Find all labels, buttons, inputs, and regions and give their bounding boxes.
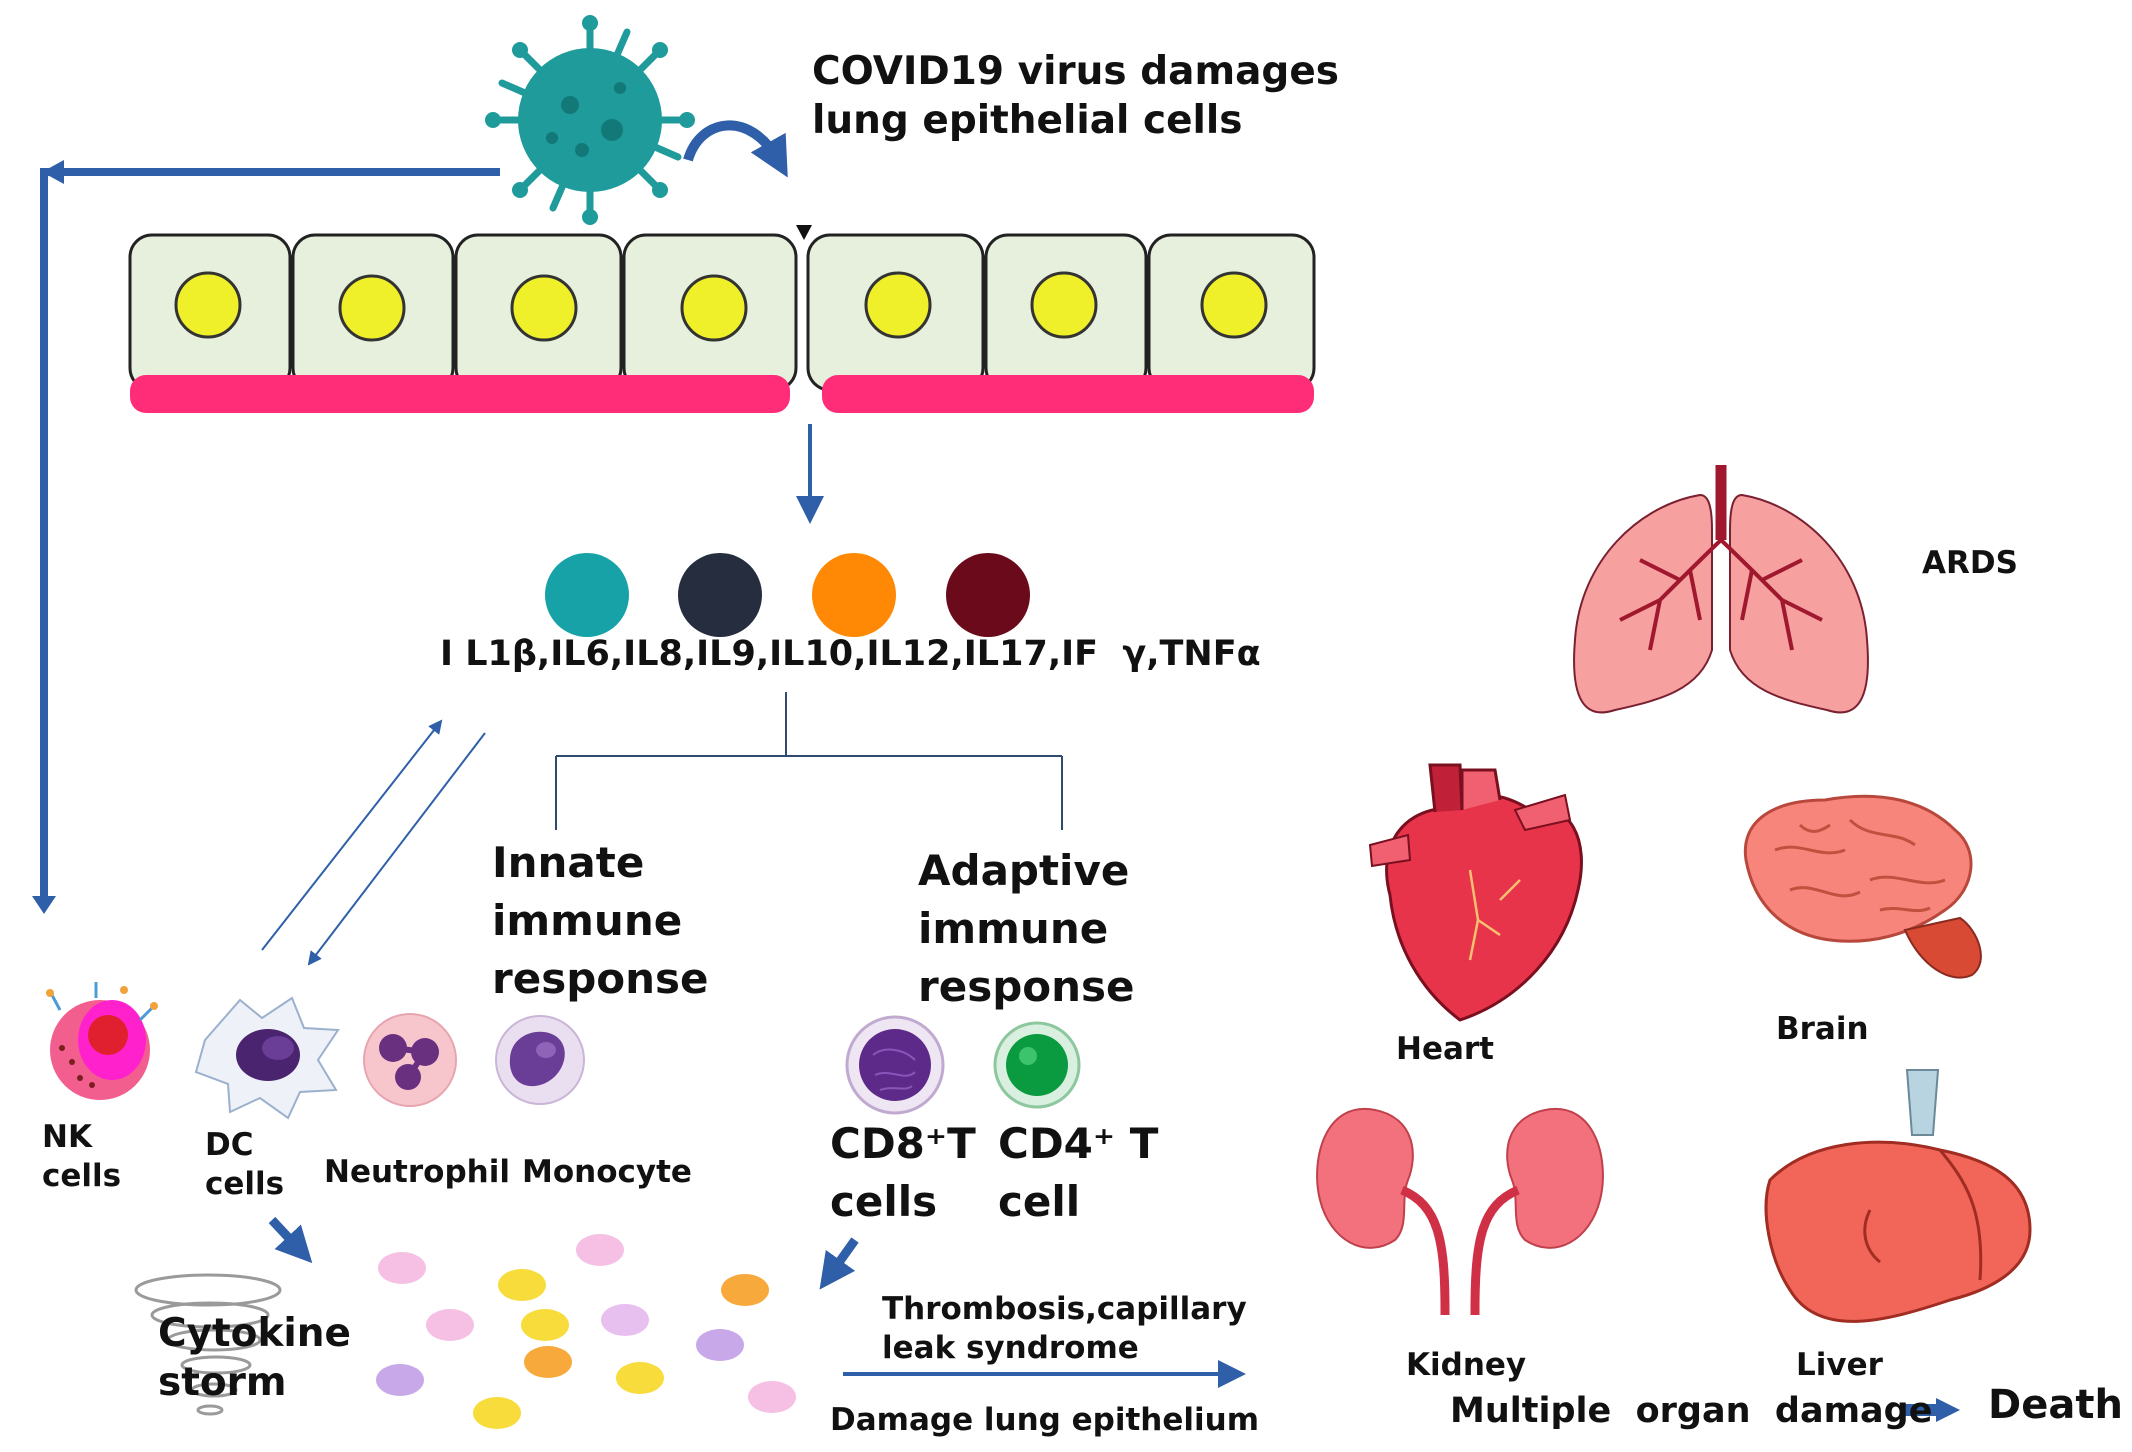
neutrophil-icon <box>363 1013 457 1107</box>
heart-label: Heart <box>1396 1031 1494 1067</box>
cd8-t-cells-label: CD8⁺T cells <box>830 1119 976 1226</box>
neutrophil-label: Neutrophil <box>324 1154 510 1190</box>
dc-cell-icon <box>194 996 340 1120</box>
lungs-icon <box>1573 465 1869 714</box>
dc-to-storm-arrow <box>268 1216 313 1264</box>
cd4-t-cell-icon <box>993 1021 1081 1109</box>
ards-label: ARDS <box>1922 545 2018 581</box>
cytokine-particles <box>376 1234 796 1429</box>
damage-lung-label: Damage lung epithelium <box>830 1402 1260 1438</box>
cytokine-dot <box>678 553 762 637</box>
nk-cell-icon <box>46 982 158 1100</box>
death-label: Death <box>1988 1382 2123 1428</box>
thrombosis-label: Thrombosis,capillary leak syndrome <box>882 1291 1247 1366</box>
cytokine-dots <box>545 553 1030 637</box>
virus-icon <box>485 15 695 225</box>
cytokine-list-label: I L1β,IL6,IL8,IL9,IL10,IL12,IL17,IF γ,TN… <box>440 634 1261 674</box>
virus-caption: COVID19 virus damages lung epithelial ce… <box>812 49 1339 143</box>
cytokine-storm-label: Cytokine storm <box>158 1311 352 1405</box>
tornado-icon <box>134 1273 282 1416</box>
from-cytokines-arrow <box>307 732 486 966</box>
cd4-t-cell-label: CD4⁺ T cell <box>998 1119 1159 1226</box>
brain-icon <box>1743 794 1982 979</box>
brain-label: Brain <box>1776 1011 1869 1047</box>
liver-label: Liver <box>1796 1347 1883 1383</box>
virus-curved-arrow <box>683 120 788 178</box>
cd8-to-storm-arrow <box>819 1237 859 1290</box>
cytokine-dot <box>946 553 1030 637</box>
cytokine-dot <box>812 553 896 637</box>
nk-cells-label: NK cells <box>42 1119 122 1194</box>
death-arrow <box>1902 1398 1960 1422</box>
dc-cells-label: DC cells <box>205 1127 285 1202</box>
branch-lines <box>555 692 1063 830</box>
cytokine-dot <box>545 553 629 637</box>
monocyte-icon <box>495 1015 585 1105</box>
monocyte-label: Monocyte <box>522 1154 692 1190</box>
kidney-icon <box>1316 1107 1604 1315</box>
cd8-t-cell-icon <box>845 1015 945 1115</box>
kidney-label: Kidney <box>1406 1347 1527 1383</box>
epithelial-layer <box>128 225 1316 413</box>
liver-icon <box>1764 1069 2032 1323</box>
to-cytokines-arrow <box>261 719 443 951</box>
heart-icon <box>1368 763 1583 1022</box>
innate-response-label: Innate immune response <box>492 838 709 1003</box>
multiple-organ-damage-label: Multiple organ damage <box>1450 1391 1933 1431</box>
adaptive-response-label: Adaptive immune response <box>918 846 1135 1011</box>
